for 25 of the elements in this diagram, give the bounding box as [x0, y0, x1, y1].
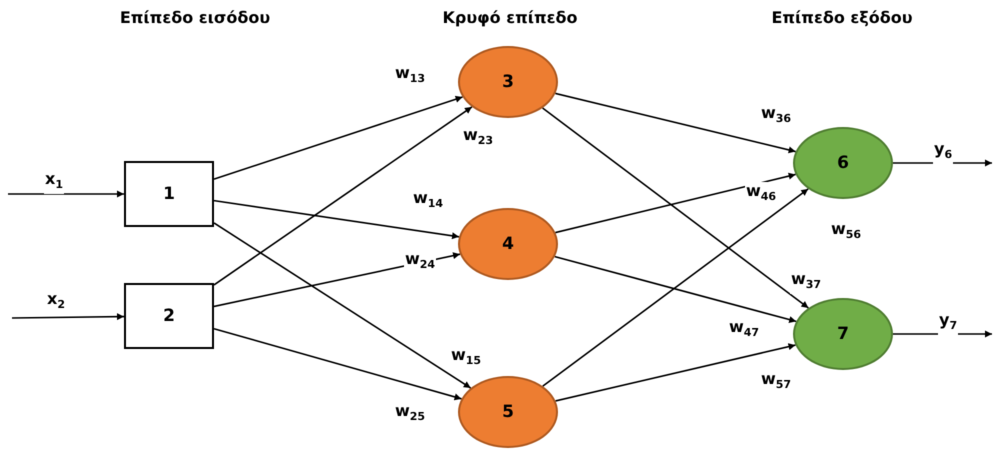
input-node-box	[124, 161, 214, 227]
node-number: 2	[163, 306, 175, 326]
arrow	[214, 222, 472, 389]
arrow	[542, 188, 809, 387]
layer-heading: Επίπεδο εισόδου	[120, 8, 270, 27]
arrow	[555, 172, 796, 234]
arrow	[214, 200, 460, 240]
node-number: 6	[837, 153, 849, 173]
arrow	[554, 256, 796, 323]
arrow	[542, 107, 809, 309]
node-number: 1	[163, 184, 175, 204]
node-number: 3	[502, 72, 514, 92]
layer-heading: Επίπεδο εξόδου	[771, 8, 913, 27]
arrow	[214, 96, 463, 180]
node-number: 5	[502, 402, 514, 422]
input-node-box	[124, 283, 214, 349]
arrow	[555, 92, 796, 154]
node-number: 7	[837, 324, 849, 344]
arrow	[12, 313, 124, 320]
arrow	[214, 106, 472, 286]
arrow	[8, 190, 124, 198]
layer-heading: Κρυφό επίπεδο	[442, 8, 578, 27]
arrow	[555, 343, 796, 402]
arrow	[214, 328, 462, 400]
node-number: 4	[502, 234, 514, 254]
